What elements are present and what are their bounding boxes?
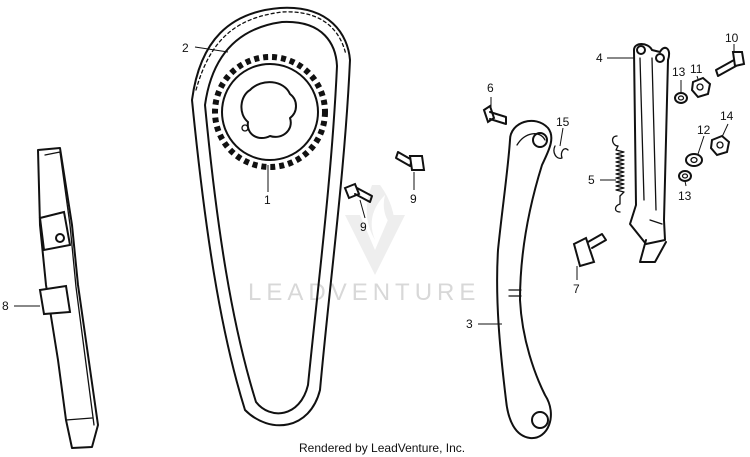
callout-14: 14 (720, 109, 734, 123)
part-11-nut (690, 76, 712, 99)
callout-6: 6 (487, 81, 494, 95)
part-4-bracket (629, 43, 670, 263)
part-9a-bolt (343, 182, 373, 203)
callout-4: 4 (596, 51, 603, 65)
watermark-logo (345, 185, 405, 275)
part-12-washer (685, 153, 703, 167)
part-14-nut (709, 134, 731, 157)
callout-13a: 13 (672, 65, 686, 79)
part-9b-bolt (395, 151, 426, 171)
callout-labels: 2 1 3 4 5 6 7 8 9 9 10 11 12 13 13 14 15 (2, 31, 739, 331)
callout-5: 5 (588, 173, 595, 187)
part-1-cam-sprocket (212, 54, 328, 170)
callout-13b: 13 (678, 189, 692, 203)
callout-12: 12 (697, 123, 711, 137)
callout-2: 2 (182, 41, 189, 55)
part-8-chain-guide (37, 147, 99, 449)
part-15-clip (553, 145, 569, 159)
watermark-text: LEADVENTURE (248, 279, 480, 306)
leader-lines (14, 44, 735, 325)
part-2-cam-chain (191, 6, 351, 427)
footer-credit: Rendered by LeadVenture, Inc. (299, 441, 465, 455)
part-13a-washer (674, 92, 688, 104)
callout-8: 8 (2, 299, 9, 313)
callout-11: 11 (690, 62, 703, 76)
part-5-spring (611, 135, 625, 213)
part-6-pivot-pin (482, 104, 507, 125)
part-3-tensioner-arm (496, 119, 553, 440)
callout-7: 7 (573, 282, 580, 296)
part-10-bolt (715, 51, 746, 77)
part-13b-washer (678, 170, 692, 182)
callout-10: 10 (725, 31, 739, 45)
callout-1: 1 (264, 193, 271, 207)
callout-9b: 9 (410, 192, 417, 206)
callout-15: 15 (556, 115, 570, 129)
callout-3: 3 (466, 317, 473, 331)
callout-9a: 9 (360, 220, 367, 234)
part-7-plunger (572, 233, 607, 268)
